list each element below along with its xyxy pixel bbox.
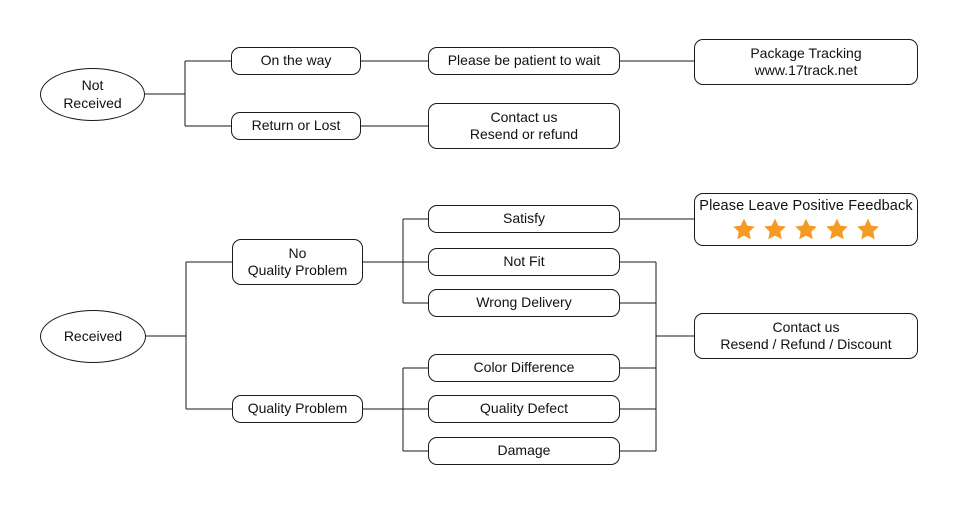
node-package-tracking[interactable]: Package Tracking www.17track.net <box>694 39 918 85</box>
node-satisfy-label: Satisfy <box>502 210 545 227</box>
node-please-be-patient[interactable]: Please be patient to wait <box>428 47 620 75</box>
node-contact-resend-refund-discount-line-1: Contact us <box>772 318 840 335</box>
star-icon-4[interactable] <box>825 217 849 241</box>
node-quality-defect-label: Quality Defect <box>480 400 568 417</box>
star-icon-2[interactable] <box>763 217 787 241</box>
node-package-tracking-line-1: Package Tracking <box>750 44 862 61</box>
node-contact-resend-refund-discount[interactable]: Contact us Resend / Refund / Discount <box>694 313 918 359</box>
node-no-quality-problem-line-2: Quality Problem <box>247 262 348 278</box>
node-received-label: Received <box>63 327 123 344</box>
node-received[interactable]: Received <box>40 310 146 363</box>
node-damage[interactable]: Damage <box>428 437 620 465</box>
node-on-the-way[interactable]: On the way <box>231 47 361 75</box>
node-satisfy[interactable]: Satisfy <box>428 205 620 233</box>
node-contact-resend-or-refund[interactable]: Contact us Resend or refund <box>428 103 620 149</box>
star-icon-3[interactable] <box>794 217 818 241</box>
node-contact-resend-refund-discount-line-2: Resend / Refund / Discount <box>720 336 892 352</box>
node-not-received[interactable]: Not Received <box>40 68 145 121</box>
node-wrong-delivery[interactable]: Wrong Delivery <box>428 289 620 317</box>
node-no-quality-problem-line-1: No <box>288 244 307 261</box>
node-package-tracking-url: www.17track.net <box>754 62 858 78</box>
node-color-difference[interactable]: Color Difference <box>428 354 620 382</box>
node-not-received-line-1: Not <box>81 77 104 94</box>
node-not-fit-label: Not Fit <box>503 253 545 270</box>
node-no-quality-problem[interactable]: No Quality Problem <box>232 239 363 285</box>
star-icon-1[interactable] <box>732 217 756 241</box>
node-positive-feedback-label: Please Leave Positive Feedback <box>699 197 913 214</box>
node-not-fit[interactable]: Not Fit <box>428 248 620 276</box>
node-not-received-line-2: Received <box>63 94 122 111</box>
node-damage-label: Damage <box>497 442 551 459</box>
node-return-or-lost-label: Return or Lost <box>251 117 341 134</box>
star-icon-5[interactable] <box>856 217 880 241</box>
node-color-difference-label: Color Difference <box>473 359 575 376</box>
star-rating[interactable] <box>732 217 880 241</box>
node-quality-problem-label: Quality Problem <box>247 400 348 417</box>
node-positive-feedback[interactable]: Please Leave Positive Feedback <box>694 193 918 246</box>
node-quality-defect[interactable]: Quality Defect <box>428 395 620 423</box>
node-contact-resend-or-refund-line-1: Contact us <box>490 108 558 125</box>
node-please-be-patient-label: Please be patient to wait <box>447 52 601 69</box>
node-on-the-way-label: On the way <box>260 52 332 69</box>
node-return-or-lost[interactable]: Return or Lost <box>231 112 361 140</box>
node-quality-problem[interactable]: Quality Problem <box>232 395 363 423</box>
node-wrong-delivery-label: Wrong Delivery <box>476 294 572 311</box>
node-contact-resend-or-refund-line-2: Resend or refund <box>469 126 579 142</box>
